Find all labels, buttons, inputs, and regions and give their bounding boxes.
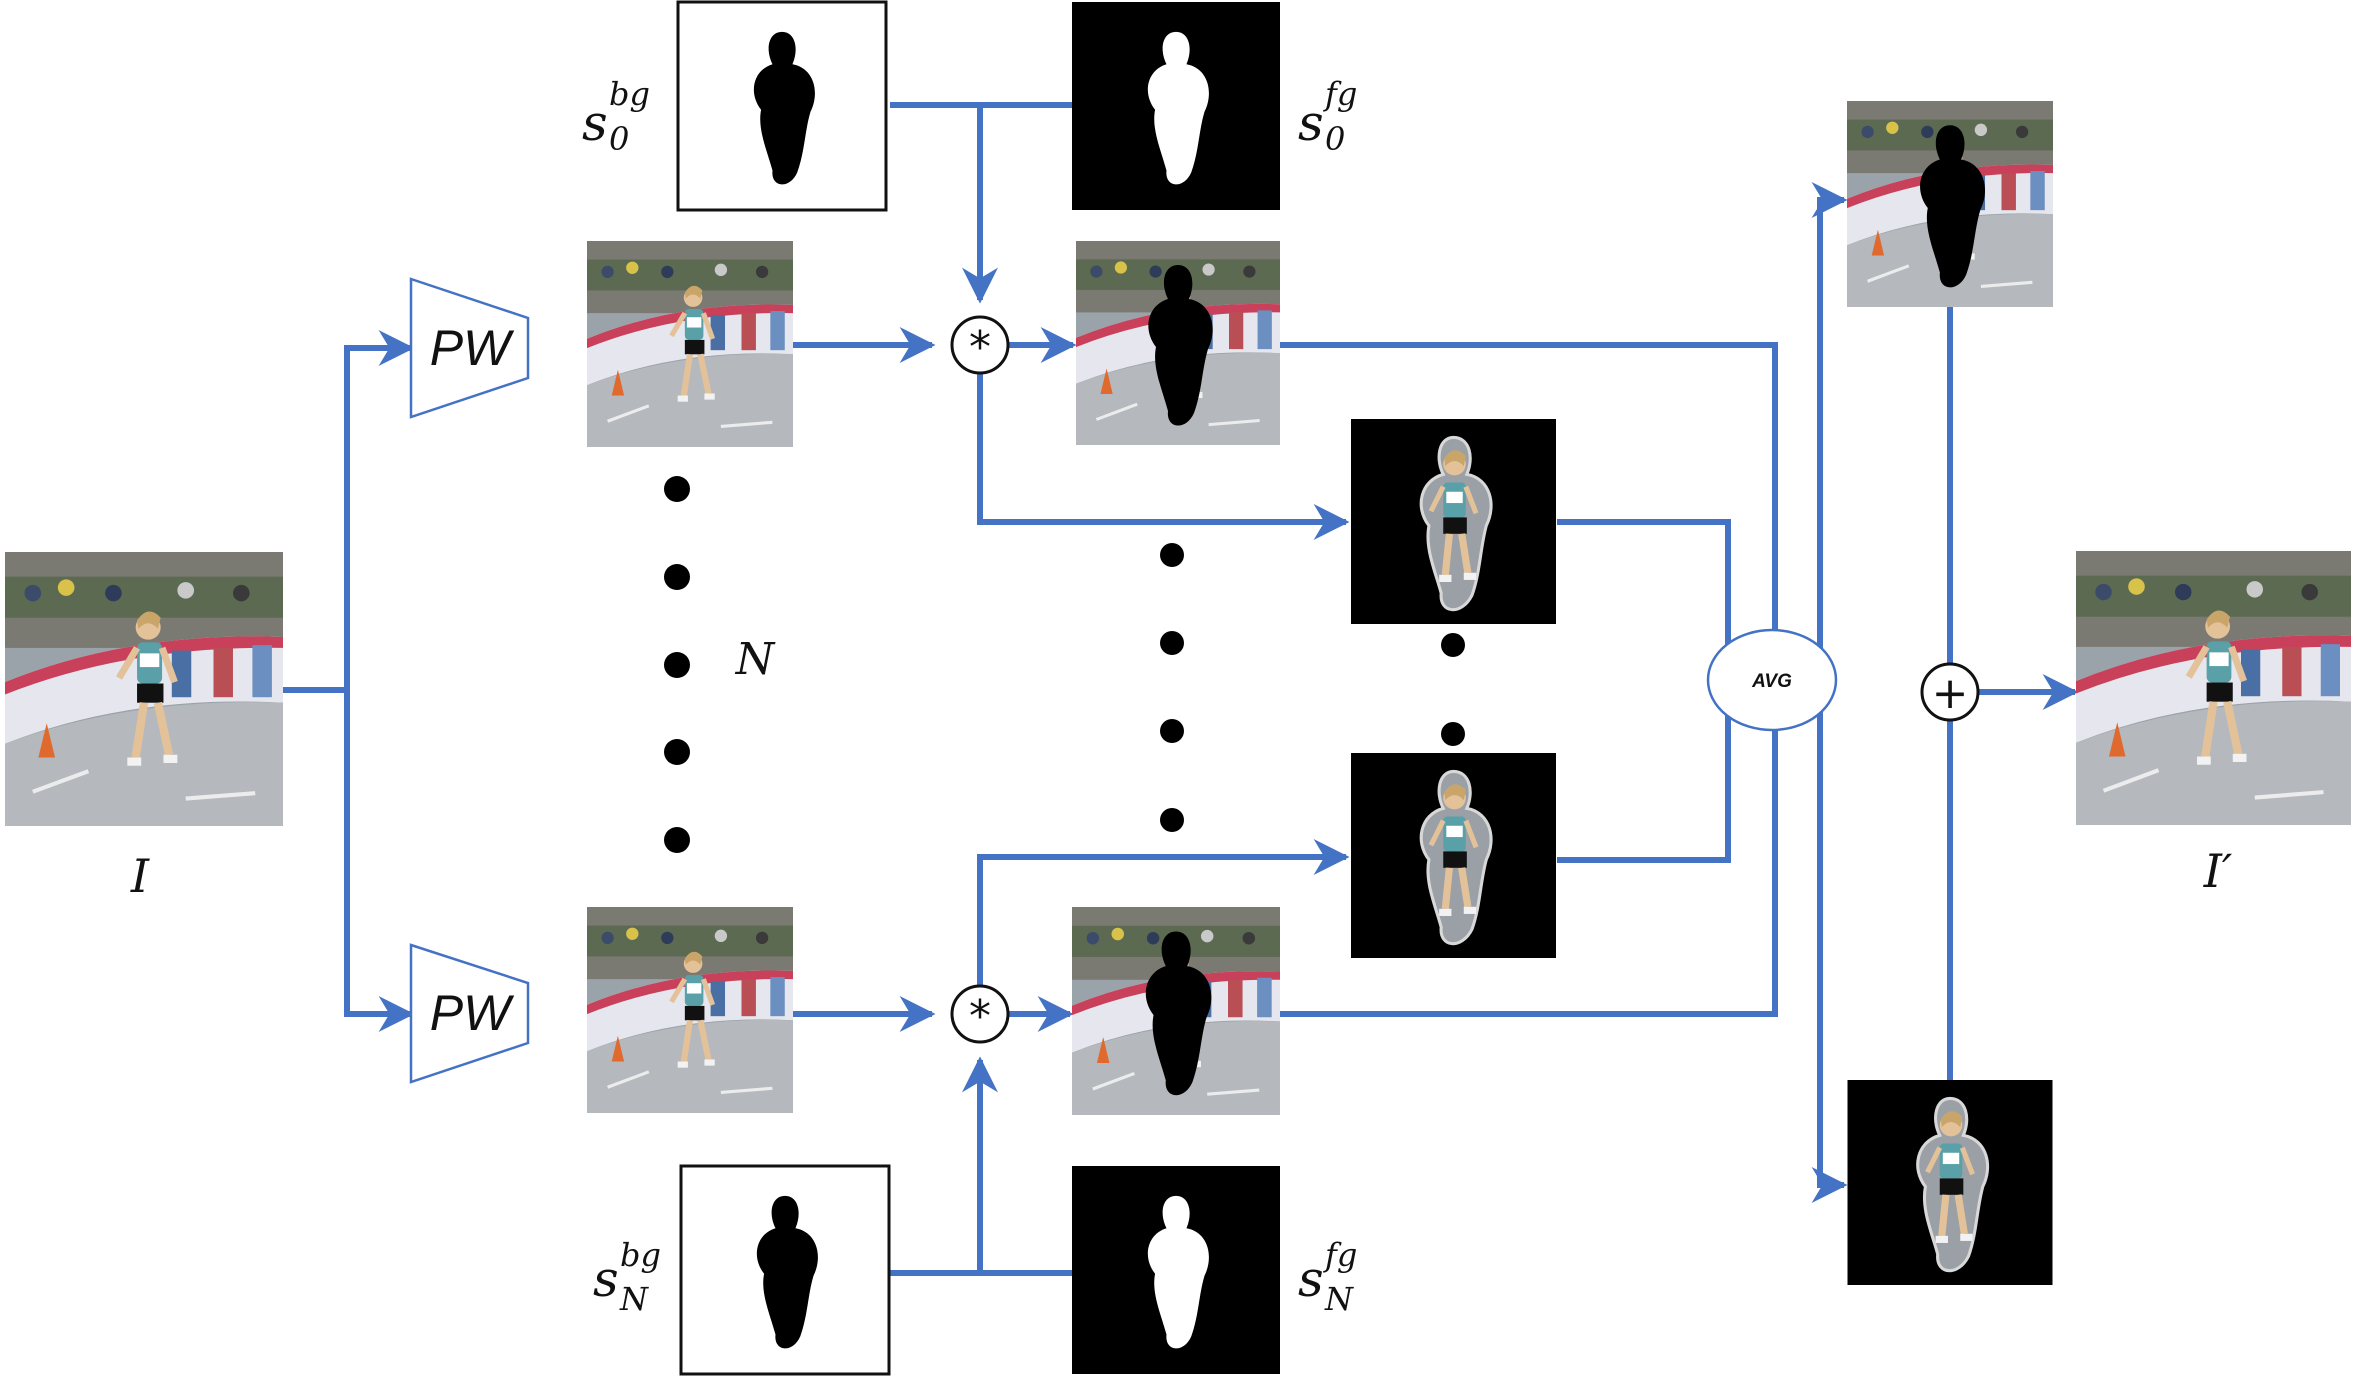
svg-text:fg: fg [1323,1236,1357,1274]
arrow-to-pw-top [344,330,415,690]
line-bg0-to-avg [1280,342,1778,645]
masked-bg-N [1072,907,1280,1115]
pw-block-bottom: PW [409,943,530,1084]
svg-text:+: + [1932,668,1969,719]
mask-bg-0 [676,0,888,212]
line-fgN-to-avg [1557,710,1731,863]
warped-image-0 [587,241,793,447]
output-label: I′ [2203,844,2233,898]
input-image [5,552,283,826]
ellipsis-warped [664,476,690,853]
svg-text:*: * [969,991,991,1042]
svg-text:bg: bg [620,1236,661,1274]
multiply-node-top: * [950,315,1010,375]
mask-fg-0 [1072,2,1280,210]
arrow-mult0-to-fg0 [977,372,1350,540]
svg-text:0: 0 [1325,120,1345,158]
svg-text:s: s [582,94,608,152]
mask-fg-N [1072,1166,1280,1374]
pw-label-top: PW [430,320,515,376]
output-image [2076,551,2351,825]
svg-text:s: s [1298,94,1324,152]
pw-label-bottom: PW [430,985,515,1041]
label-s-bg-N: s N bg [593,1236,661,1318]
arrow-avg-to-fg-out [1811,690,1848,1203]
arrow-multN-to-fgN [977,839,1350,987]
ellipsis-middle [1160,543,1184,832]
avg-foreground-output [1848,1080,2053,1285]
line-bgN-to-avg [1280,715,1778,1017]
label-s-bg-0: s 0 bg [582,75,650,158]
add-node: + [1920,662,1980,722]
avg-background-output [1847,101,2053,307]
svg-text:fg: fg [1323,75,1357,113]
svg-text:AVG: AVG [1751,671,1792,692]
svg-text:0: 0 [609,120,629,158]
label-s-fg-N: s N fg [1298,1236,1357,1318]
pw-block-top: PW [409,277,530,419]
multiply-node-bottom: * [950,984,1010,1044]
arrow-avg-to-bg-out [1811,182,1848,690]
svg-text:bg: bg [609,75,650,113]
label-s-fg-0: s 0 fg [1298,75,1357,158]
line-fg0-to-avg [1557,519,1731,650]
svg-text:s: s [1298,1250,1324,1308]
ellipsis-fg [1441,633,1465,746]
svg-text:N: N [619,1280,649,1318]
masked-fg-N [1351,753,1556,958]
svg-text:s: s [593,1250,619,1308]
masked-bg-0 [1076,241,1280,445]
masked-fg-0 [1351,419,1556,624]
input-label: I [130,849,150,903]
svg-text:N: N [1324,1280,1354,1318]
svg-text:*: * [969,322,991,373]
mask-bg-N [679,1164,891,1376]
arrow-to-pw-bottom [344,690,415,1032]
count-label: N [735,634,776,685]
connectors [283,102,2079,1276]
avg-node: AVG [1706,628,1838,732]
warped-image-N [587,907,793,1113]
